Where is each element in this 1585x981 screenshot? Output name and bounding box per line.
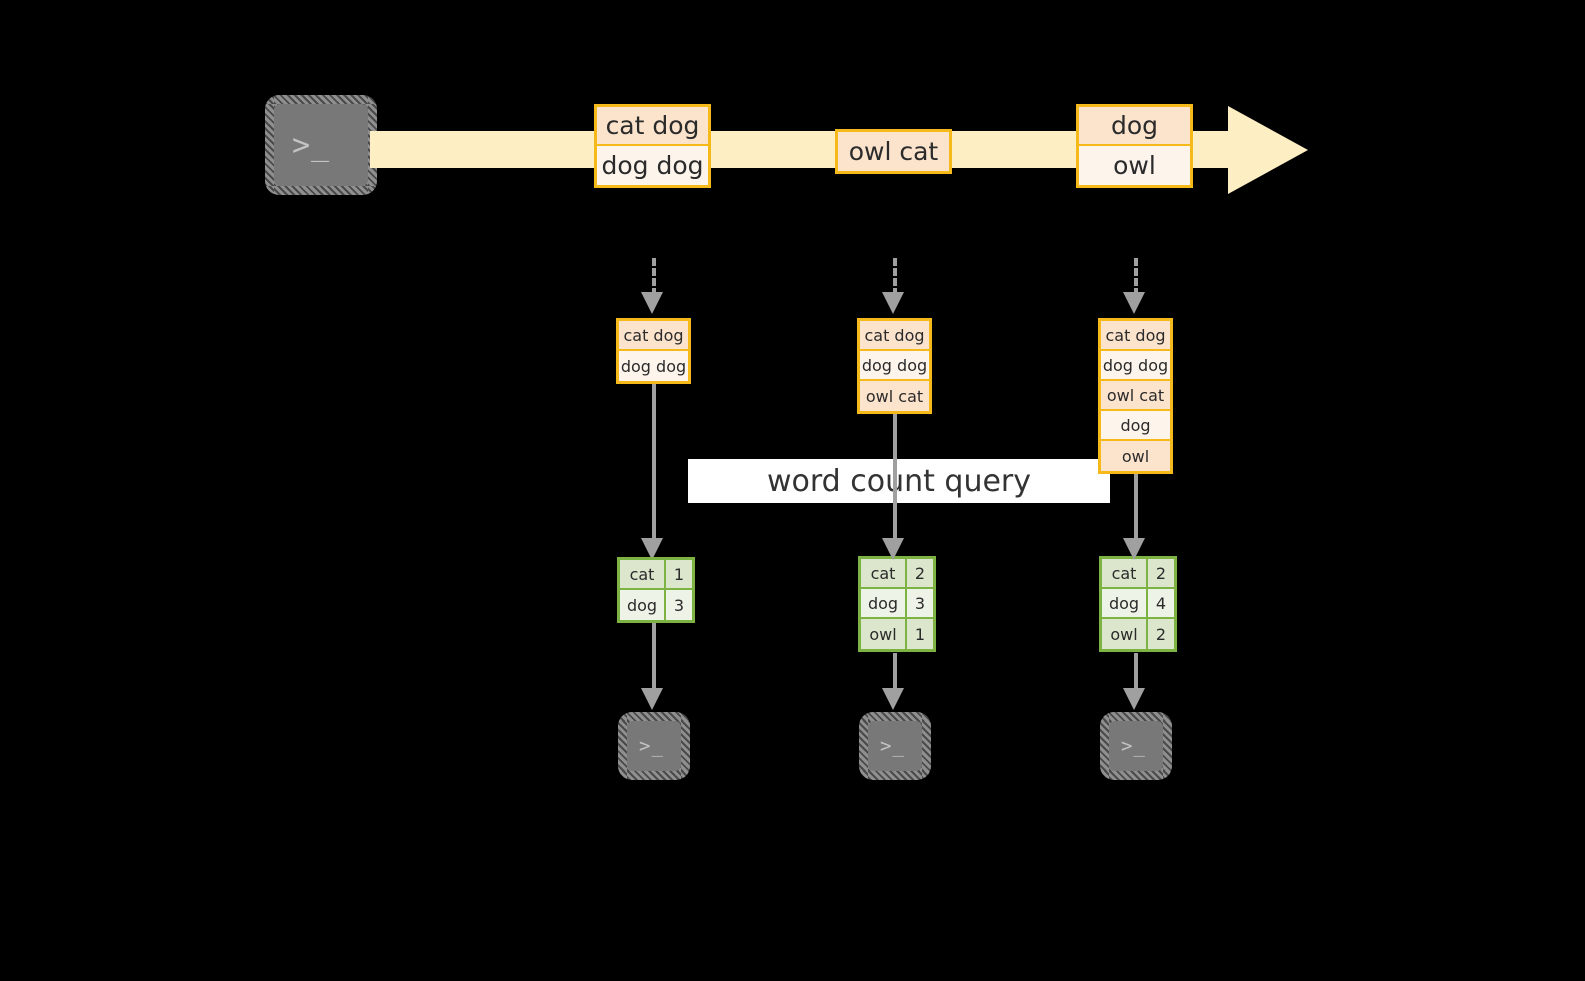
snapshot-1-output-arrowhead-icon <box>641 688 663 710</box>
result-count: 1 <box>907 619 933 649</box>
snapshot-1-output-line <box>652 623 656 691</box>
table-row: cat 1 <box>620 560 692 590</box>
snapshot-2-result-table: cat 2 dog 3 owl 1 <box>858 556 936 652</box>
result-word: owl <box>861 619 907 649</box>
terminal-prompt-glyph: >_ <box>880 735 905 757</box>
source-terminal-icon: >_ <box>265 95 377 195</box>
terminal-prompt-glyph: >_ <box>639 735 664 757</box>
state-line: dog <box>1101 411 1170 441</box>
snapshot-2-query-line <box>893 414 897 546</box>
snapshot-2-output-arrowhead-icon <box>882 688 904 710</box>
terminal-prompt-glyph: >_ <box>292 127 331 163</box>
state-line: owl <box>1101 441 1170 471</box>
snapshot-2-query-arrowhead-icon <box>882 538 904 560</box>
stream-event-group-1: cat dog dog dog <box>594 104 711 188</box>
result-count: 2 <box>907 559 933 587</box>
snapshot-3-output-line <box>1134 653 1138 691</box>
stream-event-line: owl cat <box>838 132 949 171</box>
stream-event-line: dog dog <box>597 146 708 185</box>
result-word: dog <box>620 590 666 620</box>
state-line: cat dog <box>619 321 688 351</box>
result-word: cat <box>1102 559 1148 587</box>
table-row: owl 2 <box>1102 619 1174 649</box>
snapshot-3-output-arrowhead-icon <box>1123 688 1145 710</box>
state-line: dog dog <box>1101 351 1170 381</box>
snapshot-3-query-arrowhead-icon <box>1123 538 1145 560</box>
result-count: 4 <box>1148 589 1174 617</box>
table-row: dog 3 <box>861 589 933 619</box>
stream-event-group-2: owl cat <box>835 129 952 174</box>
snapshot-2-trigger-line <box>893 258 897 296</box>
result-count: 3 <box>666 590 692 620</box>
snapshot-1-trigger-line <box>652 258 656 296</box>
snapshot-2-state-box: cat dog dog dog owl cat <box>857 318 932 414</box>
result-word: dog <box>1102 589 1148 617</box>
table-row: dog 4 <box>1102 589 1174 619</box>
snapshot-3-trigger-line <box>1134 258 1138 296</box>
snapshot-2-sink-terminal-icon: >_ <box>859 712 931 780</box>
state-line: cat dog <box>860 321 929 351</box>
state-line: dog dog <box>860 351 929 381</box>
result-word: cat <box>861 559 907 587</box>
stream-event-line: cat dog <box>597 107 708 146</box>
result-word: cat <box>620 560 666 588</box>
table-row: cat 2 <box>1102 559 1174 589</box>
snapshot-3-trigger-arrowhead-icon <box>1123 292 1145 314</box>
result-count: 2 <box>1148 559 1174 587</box>
snapshot-3-query-line <box>1134 474 1138 546</box>
query-label: word count query <box>688 459 1110 503</box>
snapshot-3-result-table: cat 2 dog 4 owl 2 <box>1099 556 1177 652</box>
snapshot-3-state-box: cat dog dog dog owl cat dog owl <box>1098 318 1173 474</box>
stream-event-line: dog <box>1079 107 1190 146</box>
state-line: owl cat <box>860 381 929 411</box>
stream-event-group-3: dog owl <box>1076 104 1193 188</box>
snapshot-2-output-line <box>893 653 897 691</box>
result-count: 1 <box>666 560 692 588</box>
stream-arrowhead-icon <box>1228 106 1308 194</box>
terminal-prompt-glyph: >_ <box>1121 735 1146 757</box>
table-row: dog 3 <box>620 590 692 620</box>
snapshot-1-query-arrowhead-icon <box>641 538 663 560</box>
stream-event-line: owl <box>1079 146 1190 185</box>
result-count: 2 <box>1148 619 1174 649</box>
state-line: cat dog <box>1101 321 1170 351</box>
state-line: dog dog <box>619 351 688 381</box>
table-row: owl 1 <box>861 619 933 649</box>
snapshot-1-trigger-arrowhead-icon <box>641 292 663 314</box>
snapshot-1-result-table: cat 1 dog 3 <box>617 557 695 623</box>
result-word: dog <box>861 589 907 617</box>
snapshot-1-state-box: cat dog dog dog <box>616 318 691 384</box>
table-row: cat 2 <box>861 559 933 589</box>
snapshot-1-query-line <box>652 384 656 546</box>
result-word: owl <box>1102 619 1148 649</box>
snapshot-2-trigger-arrowhead-icon <box>882 292 904 314</box>
snapshot-1-sink-terminal-icon: >_ <box>618 712 690 780</box>
result-count: 3 <box>907 589 933 617</box>
snapshot-3-sink-terminal-icon: >_ <box>1100 712 1172 780</box>
state-line: owl cat <box>1101 381 1170 411</box>
